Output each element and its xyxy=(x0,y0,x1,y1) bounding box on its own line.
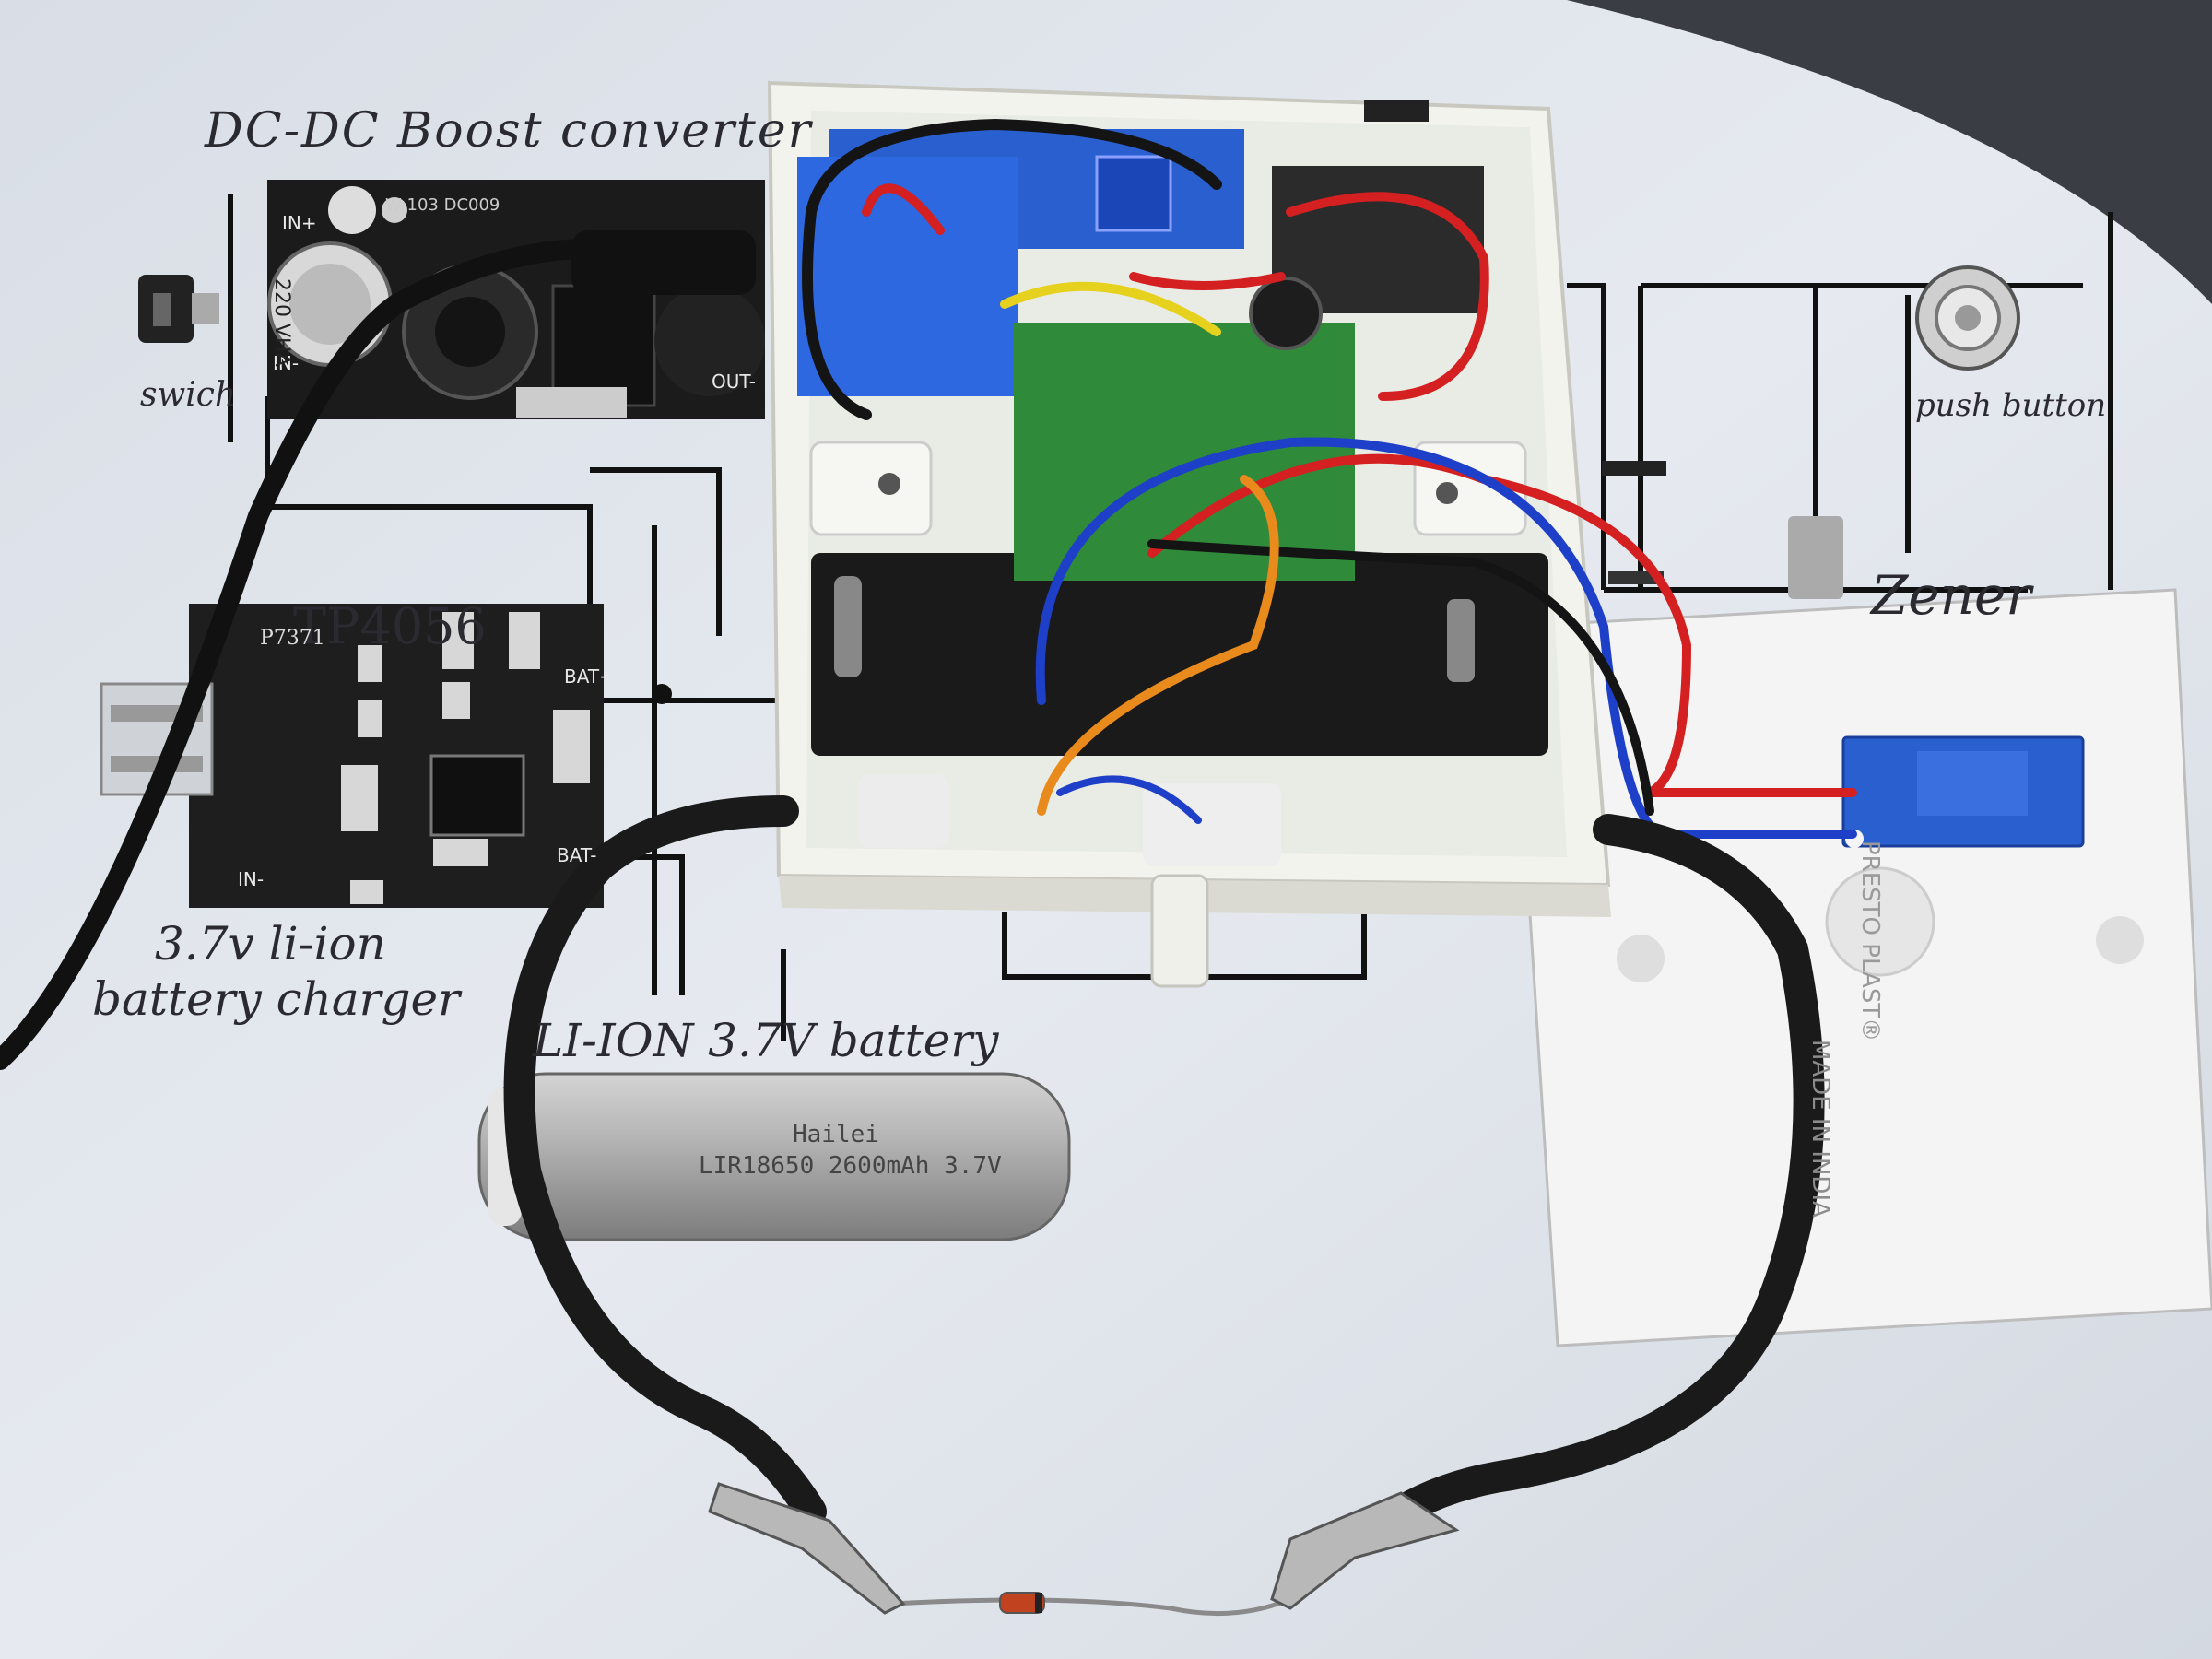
pcb-bat-minus: BAT- xyxy=(557,844,597,866)
pcb-out-minus: OUT- xyxy=(712,371,756,393)
pcb-bat-plus: BAT+ xyxy=(564,665,615,688)
plate-made-in-text: MADE IN INDIA xyxy=(1806,1040,1834,1218)
push-button-label: push button xyxy=(1915,387,2107,424)
boost-converter-drawing xyxy=(267,180,765,419)
pcb-charger-in-minus: IN- xyxy=(238,868,265,890)
schematic-lines xyxy=(228,194,2113,1041)
zener-label: Zener xyxy=(1871,564,2032,627)
battery-label: LI-ION 3.7V battery xyxy=(533,1014,999,1067)
pcb-in-plus: IN+ xyxy=(282,212,317,234)
battery-holder xyxy=(811,553,1548,756)
wires xyxy=(0,118,1857,1617)
voltmeter-module xyxy=(1841,734,2112,848)
charger-chip-label: TP4056 xyxy=(293,597,487,655)
battery-brand: Hailei xyxy=(793,1121,879,1148)
pcb-in-minus: IN- xyxy=(273,352,300,374)
small-zener-drawing xyxy=(1788,516,1843,599)
push-button-drawing xyxy=(1915,265,2020,371)
chip-marking: W 103 DC009 xyxy=(385,195,500,215)
charger-label-line1: 3.7v li-ion xyxy=(155,917,386,971)
zener-diode xyxy=(999,1592,1045,1614)
charger-chip-code: P7371 xyxy=(260,627,325,650)
enclosure xyxy=(767,80,1611,988)
switch-drawing xyxy=(138,275,219,343)
alligator-clips xyxy=(708,1482,1460,1615)
top-right-shadow xyxy=(1567,0,2212,304)
charger-label-line2: battery charger xyxy=(92,972,461,1026)
perfboard xyxy=(1014,323,1355,581)
junction-dot xyxy=(652,684,672,704)
battery-spec: LIR18650 2600mAh 3.7V xyxy=(699,1152,1002,1180)
capacitor-marking: 220 VHA xyxy=(270,278,293,367)
charger-drawing xyxy=(100,604,604,908)
schematic-title: DC-DC Boost converter xyxy=(205,103,813,159)
battery-drawing xyxy=(477,1072,1071,1241)
plate-brand-text: PRESTO PLAST® xyxy=(1856,841,1884,1042)
capacitor xyxy=(1249,276,1323,350)
switch-label: swich xyxy=(140,376,237,414)
schematic-zener xyxy=(1602,461,1666,476)
